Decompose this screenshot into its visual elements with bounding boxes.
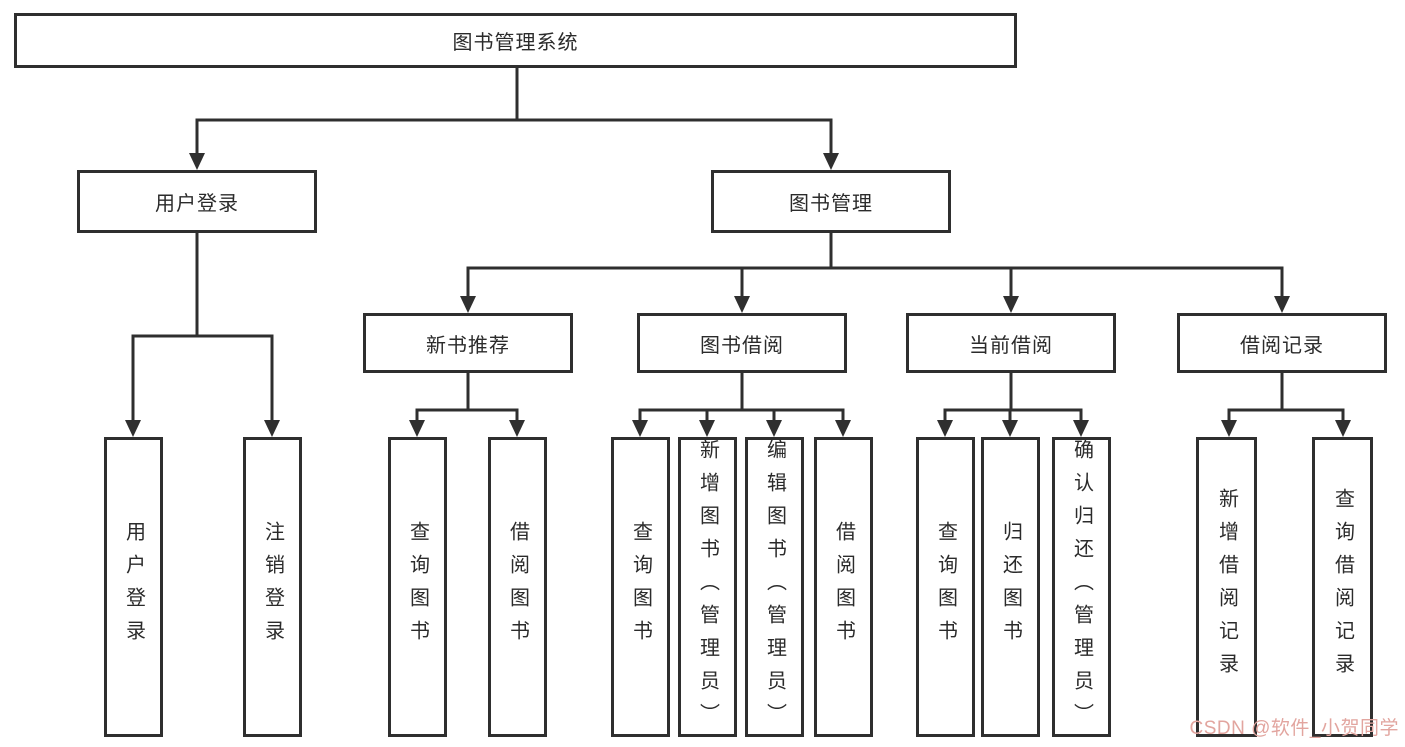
node-borrow-books-recommend: 借阅图书 <box>488 437 547 737</box>
connector-book-management-children <box>460 233 1290 313</box>
node-book-management: 图书管理 <box>711 170 951 233</box>
connector-current-borrowing-children <box>937 373 1089 437</box>
node-current-borrowing-label: 当前借阅 <box>969 334 1053 357</box>
node-query-books-current: 查询图书 <box>916 437 975 737</box>
node-edit-books-admin: 编辑图书（管理员） <box>745 437 804 737</box>
node-user-login-label: 用户登录 <box>155 193 239 215</box>
node-book-borrowing: 图书借阅 <box>637 313 847 373</box>
node-user-login-leaf: 用户登录 <box>104 437 163 737</box>
node-label: 查询图书 <box>934 521 957 653</box>
node-user-login: 用户登录 <box>77 170 317 233</box>
node-book-management-label: 图书管理 <box>789 193 873 215</box>
node-label: 借阅图书 <box>506 521 529 653</box>
node-new-book-recommendation: 新书推荐 <box>363 313 573 373</box>
node-borrow-books-borrowing: 借阅图书 <box>814 437 873 737</box>
node-label: 查询借阅记录 <box>1331 488 1354 686</box>
connector-root-to-level2 <box>189 68 839 170</box>
node-query-books-recommend: 查询图书 <box>388 437 447 737</box>
node-label: 查询图书 <box>629 521 652 653</box>
node-confirm-return-admin: 确认归还（管理员） <box>1052 437 1111 737</box>
node-borrowing-records-label: 借阅记录 <box>1240 334 1324 357</box>
node-label: 查询图书 <box>406 521 429 653</box>
node-borrowing-records: 借阅记录 <box>1177 313 1387 373</box>
node-query-books-borrowing: 查询图书 <box>611 437 670 737</box>
connector-borrowing-records-children <box>1221 373 1351 437</box>
csdn-watermark: CSDN @软件_小贺同学 <box>1189 718 1399 739</box>
node-label: 借阅图书 <box>832 521 855 653</box>
node-label: 新增借阅记录 <box>1215 488 1238 686</box>
node-label: 新增图书（管理员） <box>696 438 719 736</box>
node-return-books: 归还图书 <box>981 437 1040 737</box>
node-add-books-admin: 新增图书（管理员） <box>678 437 737 737</box>
node-book-borrowing-label: 图书借阅 <box>700 334 784 357</box>
node-label: 注销登录 <box>261 521 284 653</box>
connector-book-borrowing-children <box>632 373 851 437</box>
node-root-label: 图书管理系统 <box>452 32 579 54</box>
node-add-borrow-record: 新增借阅记录 <box>1196 437 1257 737</box>
node-label: 归还图书 <box>999 521 1022 653</box>
node-label: 用户登录 <box>122 521 145 653</box>
node-query-borrow-record: 查询借阅记录 <box>1312 437 1373 737</box>
connector-new-book-recommendation-children <box>409 373 525 437</box>
node-label: 确认归还（管理员） <box>1070 438 1093 736</box>
node-current-borrowing: 当前借阅 <box>906 313 1116 373</box>
connector-user-login-children <box>125 233 280 437</box>
node-logout-leaf: 注销登录 <box>243 437 302 737</box>
node-new-book-recommendation-label: 新书推荐 <box>426 334 510 357</box>
node-label: 编辑图书（管理员） <box>763 438 786 736</box>
node-root: 图书管理系统 <box>14 13 1017 68</box>
